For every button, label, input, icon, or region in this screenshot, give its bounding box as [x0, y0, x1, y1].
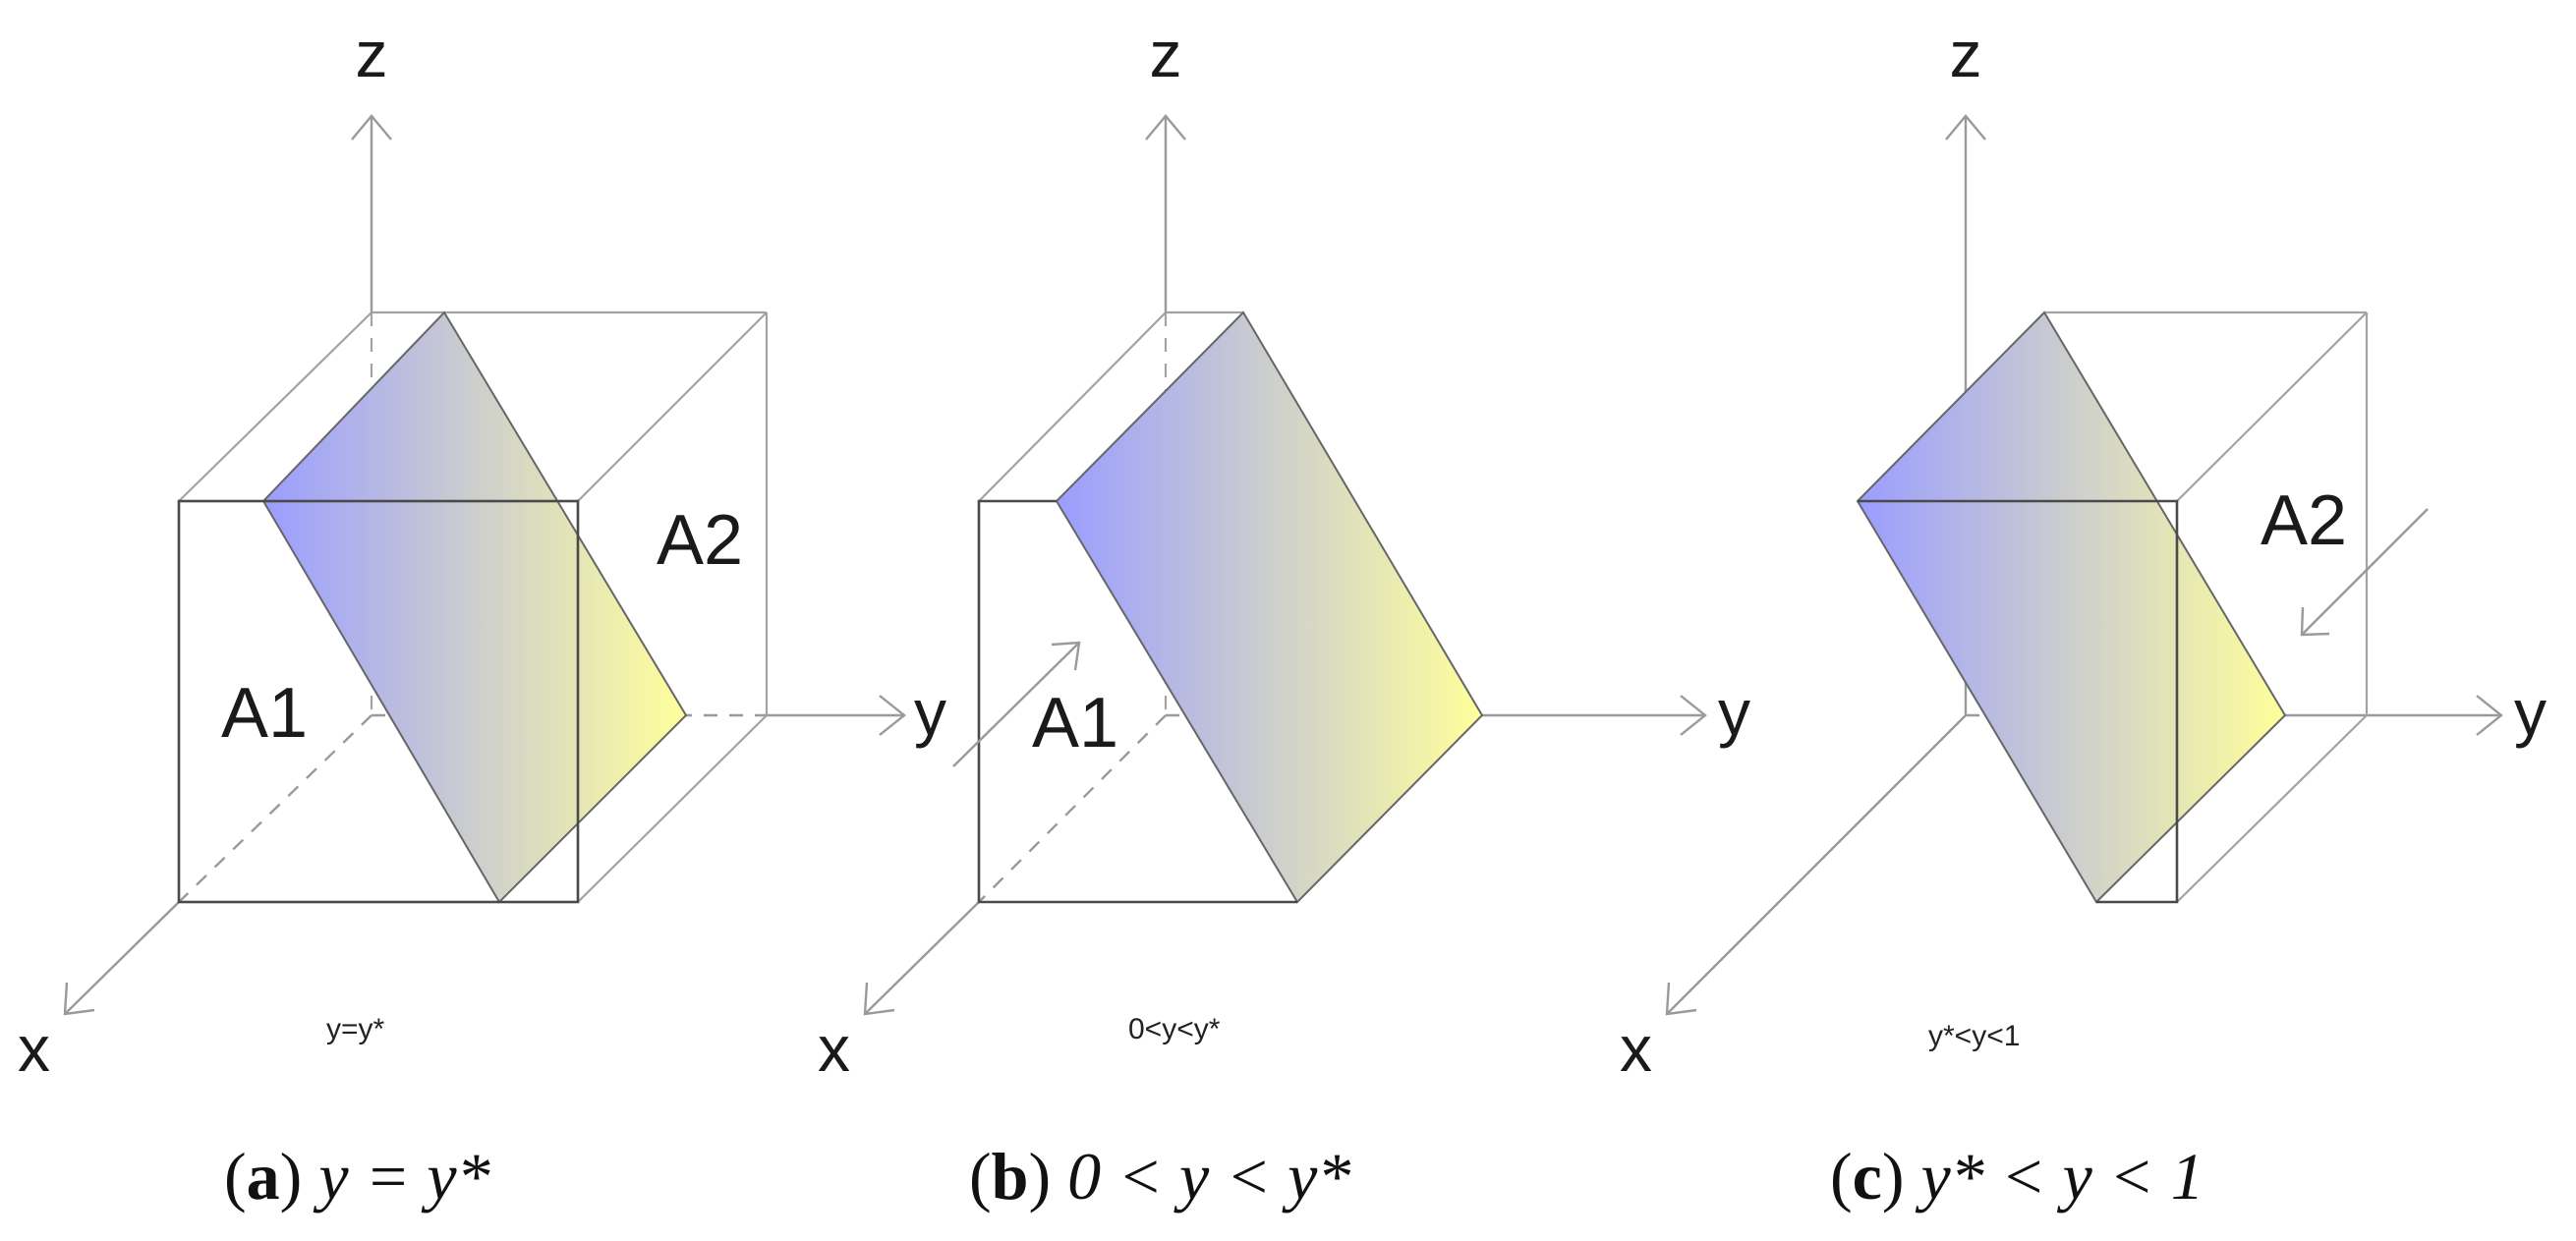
x-axis: [1666, 714, 1967, 1015]
z-axis-arrowhead: [1145, 114, 1186, 141]
box-front-face: [1858, 499, 2179, 904]
y-axis-arrowhead: [879, 695, 906, 736]
x-axis-label: x: [1620, 1012, 1652, 1085]
z-axis-arrowhead: [351, 114, 392, 141]
region-a2-label: A2: [657, 501, 743, 580]
panel-b-caption: (b) 0 < y < y*: [969, 1139, 1350, 1213]
direction-arrow-head: [2300, 606, 2330, 637]
direction-arrow-head: [1051, 641, 1081, 671]
x-axis-arrowhead: [1665, 982, 1697, 1016]
panel-a-caption-formula: y = y*: [313, 1139, 489, 1213]
x-axis-hidden: [178, 714, 372, 903]
panel-a-caption: (a) y = y*: [224, 1139, 490, 1213]
region-a1-label: A1: [1032, 684, 1118, 762]
y-axis-arrowhead: [2476, 695, 2503, 736]
panel-b-inner-label: 0<y<y*: [1128, 1013, 1221, 1045]
box-top-right: [577, 311, 768, 502]
panel-a-inner-label: y=y*: [326, 1013, 385, 1045]
panel-c-caption: (c) y* < y < 1: [1830, 1139, 2204, 1213]
direction-arrow: [952, 642, 1080, 767]
z-axis-label: z: [1150, 18, 1182, 90]
box-bottom-right: [2176, 714, 2368, 903]
x-axis-arrowhead: [63, 982, 95, 1016]
box-top-right: [2176, 311, 2368, 502]
panel-c-inner-label: y*<y<1: [1928, 1020, 2020, 1052]
cut-plane: [1856, 310, 2287, 904]
panel-c-caption-letter: c: [1853, 1139, 1882, 1213]
z-axis-label: z: [1950, 18, 1982, 90]
panel-b: z y x A1 0<y<y* (b) 0 < y < y*: [818, 18, 1750, 1213]
cut-plane: [261, 310, 688, 904]
panel-c-caption-formula: y* < y < 1: [1916, 1139, 2204, 1213]
z-axis-label: z: [356, 18, 388, 90]
y-axis-label: y: [914, 676, 946, 749]
z-axis-arrowhead: [1945, 114, 1986, 141]
y-axis-label: y: [1718, 676, 1750, 749]
y-axis-label: y: [2514, 676, 2547, 749]
region-a2-label: A2: [2261, 481, 2347, 560]
panel-b-caption-formula: 0 < y < y*: [1067, 1139, 1350, 1213]
panel-b-caption-letter: b: [992, 1139, 1029, 1213]
panel-a: z y x A1 A2 y=y* (a) y = y*: [18, 18, 946, 1213]
panel-c: z y x A2 y*<y<1 (c) y* < y < 1: [1620, 18, 2547, 1213]
x-axis-label: x: [18, 1012, 50, 1085]
x-axis-label: x: [818, 1012, 850, 1085]
x-axis-arrowhead: [863, 982, 895, 1016]
box-bottom-right: [577, 714, 768, 903]
direction-arrow: [2301, 508, 2429, 636]
box-front-face: [977, 499, 1297, 904]
box-top-left: [178, 311, 372, 502]
box-front-face: [177, 499, 580, 904]
cut-plane: [1055, 310, 1484, 904]
panel-a-caption-letter: a: [247, 1139, 280, 1213]
box-top-left: [978, 311, 1167, 502]
x-axis-hidden: [978, 714, 1167, 903]
x-axis: [864, 901, 980, 1015]
region-a1-label: A1: [221, 674, 308, 753]
x-axis: [64, 901, 180, 1015]
y-axis-arrowhead: [1680, 695, 1707, 736]
